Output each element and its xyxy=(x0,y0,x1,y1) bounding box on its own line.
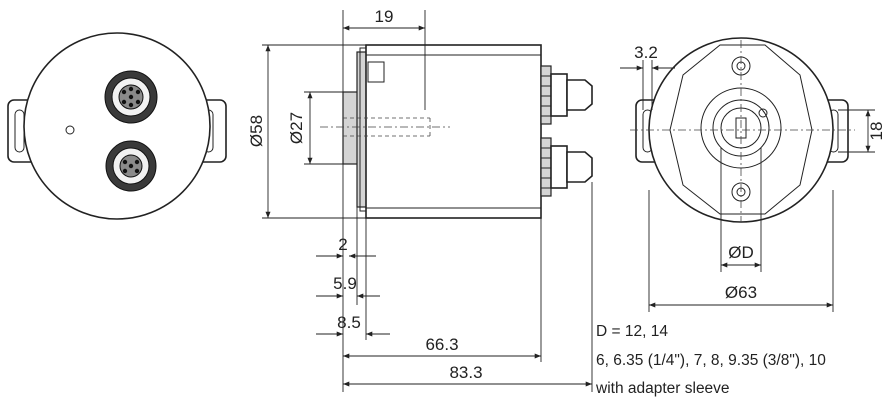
dim-58: Ø58 xyxy=(247,115,266,147)
dim-63: Ø63 xyxy=(725,283,757,302)
housing-body xyxy=(365,44,542,219)
note-d-values: D = 12, 14 xyxy=(596,323,668,340)
dim-27: Ø27 xyxy=(287,112,306,144)
rear-housing-circle xyxy=(23,32,211,220)
note-adapter-sleeve: with adapter sleeve xyxy=(595,380,730,397)
front-flange-outline xyxy=(669,44,813,215)
upper-connector xyxy=(104,70,158,124)
dim-D: ØD xyxy=(728,243,754,262)
dim-83-3: 83.3 xyxy=(449,363,482,382)
dim-18: 18 xyxy=(867,122,886,141)
side-lower-connector xyxy=(540,137,593,197)
front-view xyxy=(620,37,875,312)
dim-66-3: 66.3 xyxy=(425,335,458,354)
dim-19: 19 xyxy=(375,7,394,26)
note-adapter-values: 6, 6.35 (1/4"), 7, 8, 9.35 (3/8"), 10 xyxy=(596,352,826,369)
lower-connector xyxy=(105,140,157,192)
flange-block xyxy=(367,61,385,83)
side-view xyxy=(262,10,593,392)
dim-2: 2 xyxy=(338,235,347,254)
dim-8-5: 8.5 xyxy=(337,313,361,332)
dim-3-2: 3.2 xyxy=(634,43,658,62)
rear-view xyxy=(7,32,227,220)
dim-5-9: 5.9 xyxy=(333,274,357,293)
side-upper-connector xyxy=(540,65,593,125)
front-housing-circle xyxy=(648,37,834,223)
rear-indicator-hole xyxy=(65,125,75,135)
